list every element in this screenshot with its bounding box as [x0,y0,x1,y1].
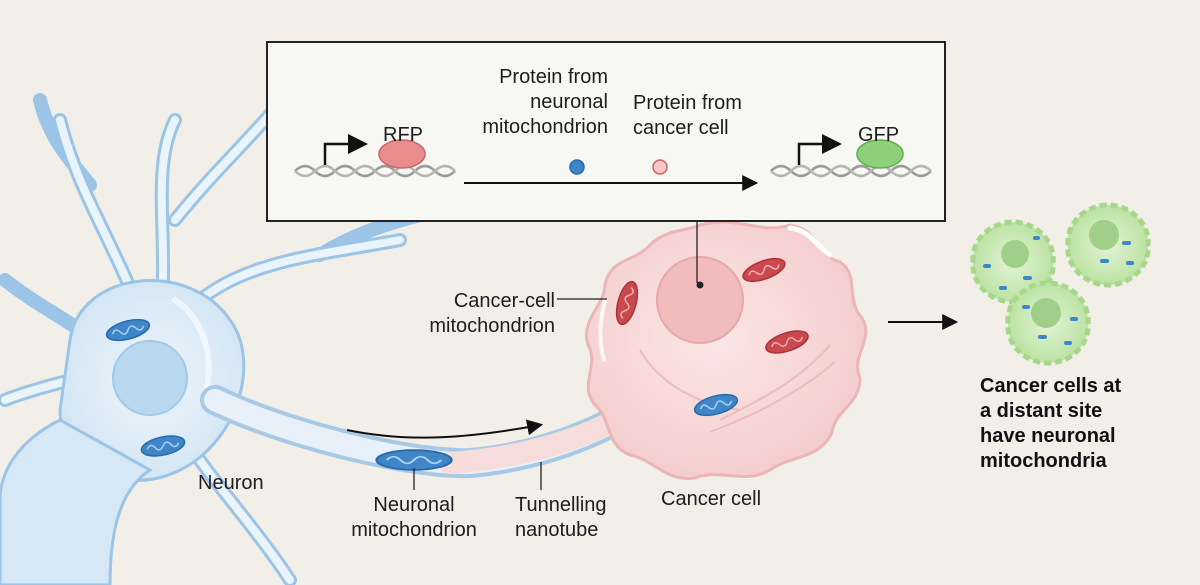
gfp-protein [856,139,904,169]
tunnelling-nanotube-label: Tunnelling nanotube [515,494,607,541]
cancer-cell [584,220,868,480]
reporter-system-inset [266,41,946,222]
rfp-label: RFP [383,124,423,146]
cancer-cell-mitochondrion-label: Cancer-cell mitochondrion [429,290,555,337]
gfp-label: GFP [858,124,900,146]
promoter-arrow-icon [797,134,842,165]
distant-cancer-cells [970,202,1151,366]
neuronal-protein-dot [569,159,585,175]
cancer-cell-label: Cancer cell [661,488,762,510]
dna-icon [770,164,932,178]
rfp-protein [378,139,426,169]
neuronal-mitochondrion-label: Neuronal mitochondrion [351,494,477,541]
promoter-arrow-icon [323,134,368,165]
cancer-protein-label: Protein from cancer cell [633,92,742,139]
outcome-label: Cancer cells at a distant site have neur… [980,375,1122,472]
neuronal-protein-label: Protein from neuronal mitochondrion [482,66,608,138]
leader-lines [413,222,698,490]
transfer-arrow [346,419,544,439]
cancer-protein-dot [652,159,668,175]
neuron [0,73,447,585]
neuron-label: Neuron [198,472,264,494]
nanotube-mitochondrion [375,448,453,472]
dna-icon [294,164,456,178]
